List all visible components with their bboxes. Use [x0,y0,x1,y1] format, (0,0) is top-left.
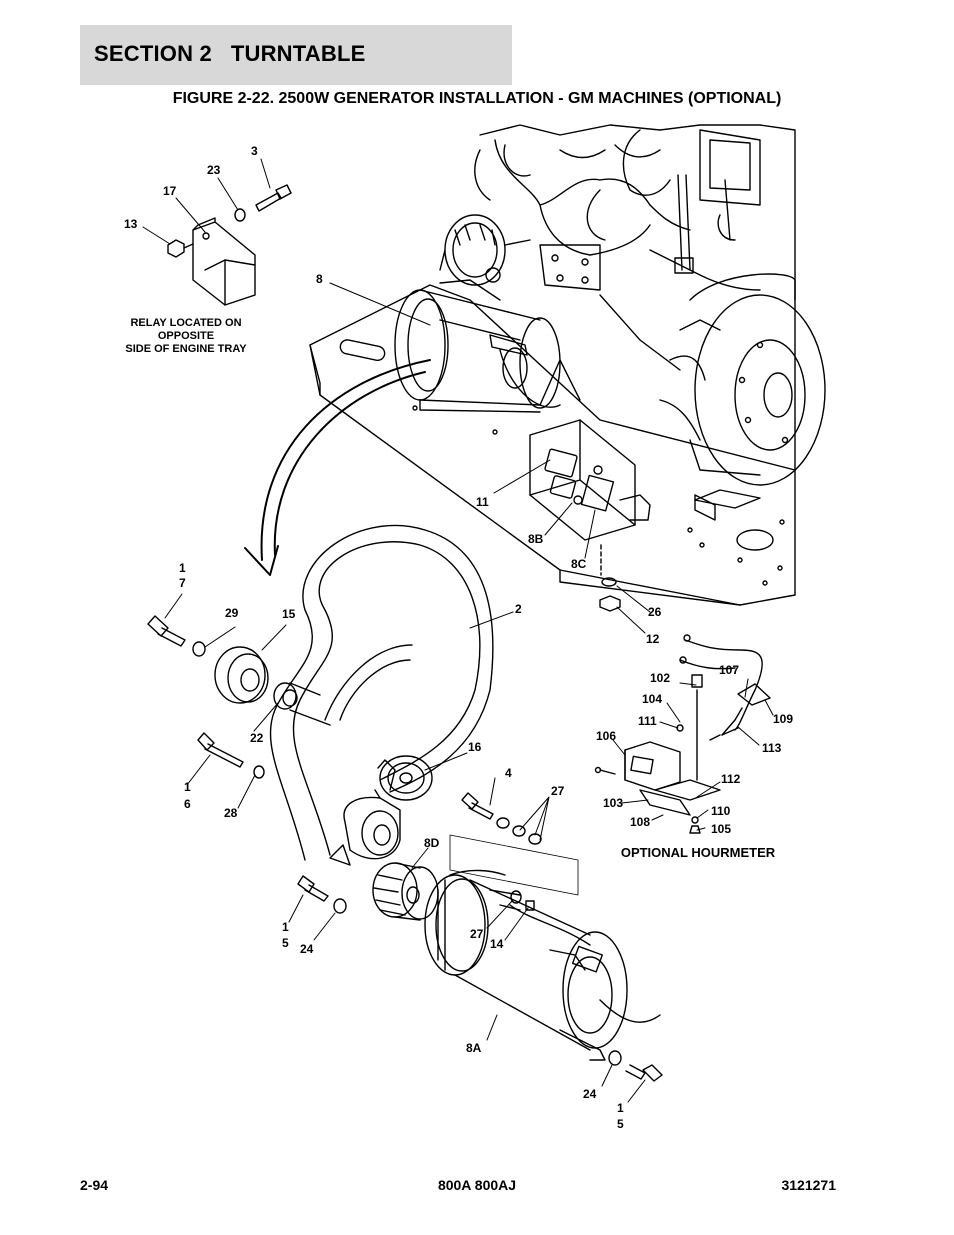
footer-page-number: 2-94 [80,1177,109,1193]
callout-8c: 8C [571,557,587,571]
callout-113: 113 [762,741,782,755]
belt-tensioner [329,755,433,866]
callout-1-6-bottom: 6 [184,797,191,811]
instruction-plate [449,834,579,896]
relay-note-line3: SIDE OF ENGINE TRAY [125,343,247,355]
idler-pulley [147,615,331,726]
callout-1-7-top: 1 [179,561,186,575]
pulley-8d [372,862,439,921]
callout-1-7-bottom: 7 [179,576,186,590]
leader-lines [142,158,774,1103]
callout-106: 106 [596,729,616,743]
section-title: SECTION 2 TURNTABLE [94,41,366,66]
callout-1-6-top: 1 [184,780,191,794]
callout-labels: 3 23 17 13 8 11 8B 8C 1 7 29 15 2 26 12 … [124,144,793,1131]
bolt-16 [197,732,265,779]
callout-104: 104 [642,692,662,706]
callout-1-5-lower-bottom: 5 [617,1117,624,1131]
relay-bracket [167,184,292,306]
callout-29: 29 [225,606,239,620]
callout-109: 109 [773,712,793,726]
callout-14: 14 [490,937,504,951]
callout-27-lower: 27 [470,927,484,941]
bolt-4 [461,792,542,845]
callout-24-upper: 24 [300,942,314,956]
receptacle-box [529,419,651,541]
callout-8d: 8D [424,836,440,850]
washer-27-14 [510,890,535,911]
figure-title: FIGURE 2-22. 2500W GENERATOR INSTALLATIO… [172,90,782,107]
callout-102: 102 [650,671,670,685]
callout-105: 105 [711,822,731,836]
callout-24-lower: 24 [583,1087,597,1101]
callout-4: 4 [505,766,512,780]
callout-16: 16 [468,740,482,754]
callout-27-upper: 27 [551,784,565,798]
hourmeter-note: OPTIONAL HOURMETER [621,845,776,860]
callout-3: 3 [251,144,258,158]
generator-mounted [394,267,581,413]
engine [439,124,826,521]
callout-22: 22 [250,731,264,745]
callout-1-5-lower-top: 1 [617,1101,624,1115]
callout-23: 23 [207,163,221,177]
callout-13: 13 [124,217,138,231]
callout-17: 17 [163,184,177,198]
bolt-15 [297,875,347,914]
section-banner: SECTION 2 TURNTABLE [80,25,512,85]
callout-111: 111 [638,714,657,728]
callout-28: 28 [224,806,238,820]
relay-note-line1: RELAY LOCATED ON [130,317,241,329]
detail-arrow [244,359,431,576]
callout-1-5-top: 1 [282,920,289,934]
bolt-15-lower [608,1050,663,1082]
relay-note-line2: OPPOSITE [158,330,214,342]
footer-doc-number: 3121271 [781,1177,836,1193]
callout-103: 103 [603,796,623,810]
callout-112: 112 [721,772,741,786]
callout-1-5-bottom: 5 [282,936,289,950]
generator-8a [424,869,661,1061]
callout-12: 12 [646,632,660,646]
callout-26: 26 [648,605,662,619]
engine-tray-plate [309,284,796,606]
callout-11: 11 [476,495,489,509]
callout-8b: 8B [528,532,544,546]
footer-model: 800A 800AJ [437,1177,517,1193]
callout-2: 2 [515,602,522,616]
callout-108: 108 [630,815,650,829]
callout-110: 110 [711,804,731,818]
callout-8: 8 [316,272,323,286]
callout-107: 107 [719,663,739,677]
nut-washer-stack [599,544,621,612]
callout-8a: 8A [466,1041,482,1055]
drive-belt [269,524,494,861]
callout-15: 15 [282,607,296,621]
